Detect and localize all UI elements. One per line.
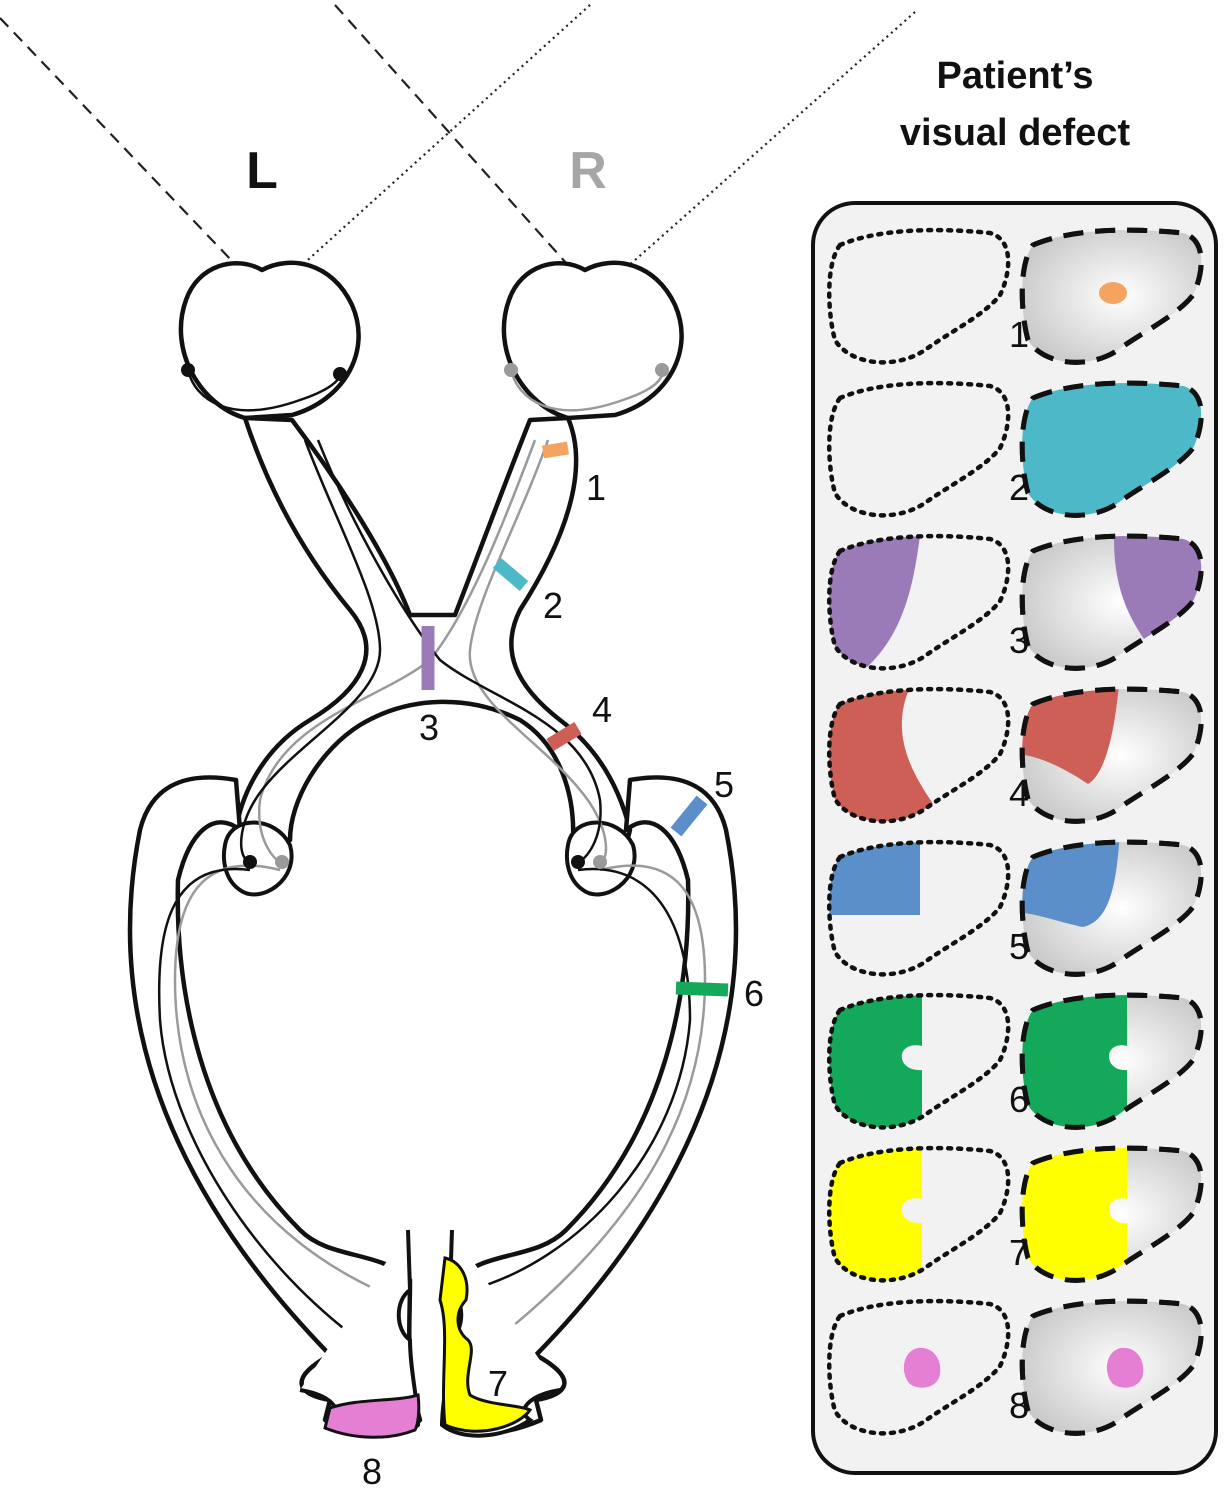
- left-eyeball: [181, 263, 359, 418]
- right-side-label: R: [569, 142, 607, 200]
- panel-row-number-2: 2: [1009, 467, 1029, 508]
- lesion-marker-1: [543, 448, 568, 452]
- right-eye-nasal-dot: [504, 363, 518, 377]
- pathway-number-7: 7: [488, 1363, 508, 1404]
- lesion-marker-6: [676, 988, 728, 990]
- lesion-markers: [428, 448, 728, 990]
- right-eye-defect-1: [1099, 282, 1127, 304]
- left-lgn-gray-dot: [275, 855, 289, 869]
- pathway-number-6: 6: [744, 973, 764, 1014]
- light-rays: [0, 5, 915, 374]
- left-eye-temporal-dot: [333, 367, 347, 381]
- left-side-label: L: [246, 142, 278, 200]
- pathway-number-8: 8: [362, 1451, 382, 1491]
- panel-row-number-6: 6: [1009, 1079, 1029, 1120]
- left-lgn-black-dot: [243, 855, 257, 869]
- left-eye-nasal-dot: [181, 363, 195, 377]
- pathway-outline: [130, 263, 736, 1433]
- pathway-number-1: 1: [586, 467, 606, 508]
- right-lgn-gray-dot: [593, 855, 607, 869]
- panel-title-line2: visual defect: [900, 112, 1131, 154]
- right-eyeball: [504, 263, 682, 418]
- pathway-number-5: 5: [714, 764, 734, 805]
- panel-row-number-5: 5: [1009, 926, 1029, 967]
- pathway-number-4: 4: [592, 689, 612, 730]
- panel-row-number-3: 3: [1009, 620, 1029, 661]
- panel-title-line1: Patient’s: [937, 55, 1094, 97]
- right-lgn-black-dot: [571, 855, 585, 869]
- panel-row-number-4: 4: [1009, 773, 1029, 814]
- panel-row-number-1: 1: [1009, 314, 1029, 355]
- panel-row-number-8: 8: [1009, 1385, 1029, 1426]
- right-eye-temporal-dot: [655, 363, 669, 377]
- panel-row-number-7: 7: [1009, 1232, 1029, 1273]
- pathway-number-3: 3: [419, 707, 439, 748]
- pathway-number-2: 2: [543, 585, 563, 626]
